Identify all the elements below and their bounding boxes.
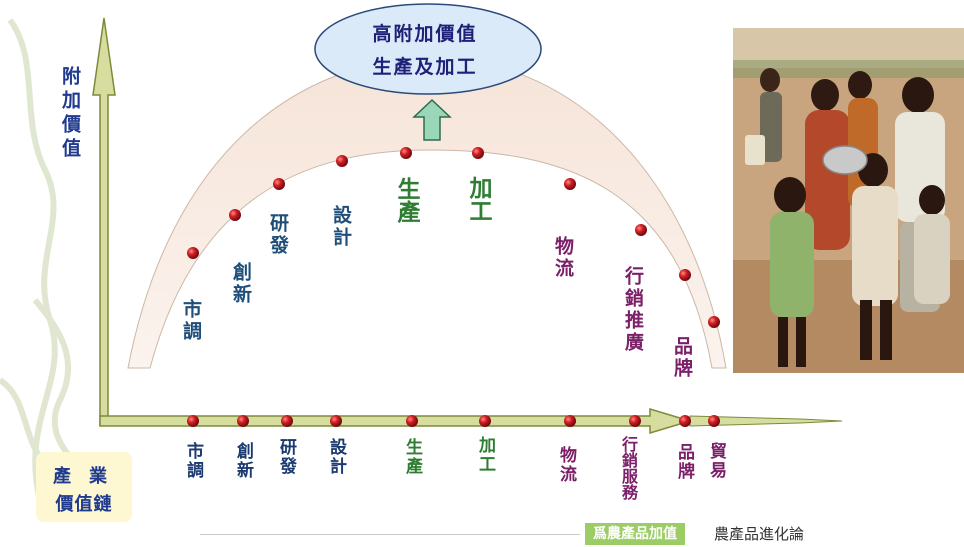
curve-label-processing: 加工 [465,176,491,222]
curve-dots [187,147,720,328]
curve-dot [273,178,285,190]
curve-label-marketing: 行銷推廣 [622,266,644,354]
x-axis-arrow-tail [689,415,843,427]
axis-label-production: 生產 [402,438,422,476]
axis-dot [479,415,491,427]
curve-dot [336,155,348,167]
curve-dot [229,209,241,221]
axis-label-processing: 加工 [475,436,495,474]
axis-dot [187,415,199,427]
value-chain-box: 產業 價值鏈 [36,452,132,522]
axis-dot [564,415,576,427]
axis-label-logistics: 物流 [556,446,576,484]
axis-dot [708,415,720,427]
axis-dot [629,415,641,427]
axis-label-brand: 品牌 [674,443,694,481]
curve-dot [564,178,576,190]
footer-title: 農產品進化論 [714,525,805,543]
title-line-2: 生產及加工 [372,56,478,78]
curve-label-production: 生產 [393,177,419,223]
curve-dot [187,247,199,259]
axis-dot [679,415,691,427]
up-arrow-icon [412,98,452,141]
y-axis-label: 附加價值 [59,66,81,162]
top-ellipse [314,3,542,95]
curve-dot [708,316,720,328]
value-arch [127,57,727,369]
value-chain-line-1: 產業 [53,466,125,487]
curve-dot [679,269,691,281]
value-chain-line-2: 價值鏈 [55,494,113,515]
curve-dot [635,224,647,236]
axis-dot [237,415,249,427]
footer-rule [200,534,580,535]
curve-label-market-research: 市調 [180,299,202,343]
curve-label-rnd: 研發 [267,213,289,257]
title-line-1: 高附加價值 [372,23,478,45]
axis-label-trade: 貿易 [706,442,726,480]
axis-label-market-research: 市調 [183,442,203,480]
children-photo [733,28,964,373]
footer-badge: 爲農產品加值 [585,523,685,545]
axis-label-innovation: 創新 [233,442,253,480]
axis-label-rnd: 研發 [276,438,296,476]
axis-label-marketing-service: 行銷服務 [619,436,638,500]
axis-label-design: 設計 [326,438,346,476]
curve-label-brand: 品牌 [671,336,693,380]
top-ellipse-text: 高附加價值 生產及加工 [335,18,515,84]
curve-label-design: 設計 [330,205,352,249]
y-axis-arrow [92,17,116,426]
axis-dot [406,415,418,427]
axis-dot [330,415,342,427]
axis-dot [281,415,293,427]
curve-label-logistics: 物流 [552,236,574,280]
curve-dot [400,147,412,159]
curve-dot [472,147,484,159]
curve-label-innovation: 創新 [230,262,252,306]
axis-dots [187,415,720,427]
